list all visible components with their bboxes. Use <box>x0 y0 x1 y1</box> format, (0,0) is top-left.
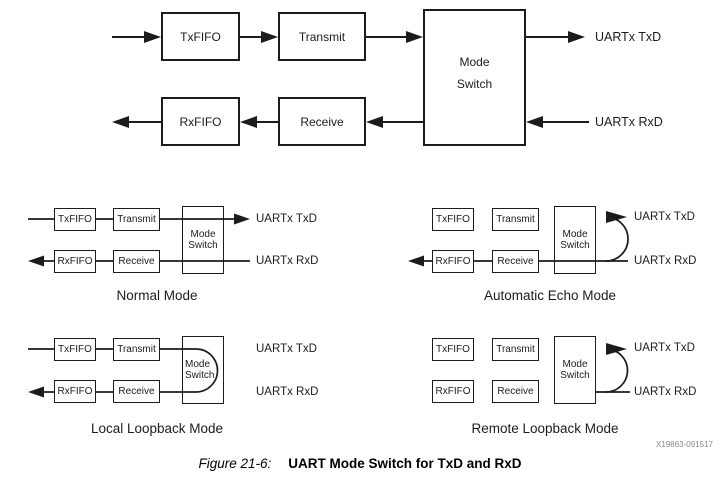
local-receive-box: Receive <box>113 380 160 403</box>
echo-mode-switch-box: Mode Switch <box>554 206 596 274</box>
normal-mode-title: Normal Mode <box>116 288 198 303</box>
echo-uartx-rxd-label: UARTx RxD <box>634 255 697 267</box>
normal-uartx-rxd-label: UARTx RxD <box>256 255 319 267</box>
top-arrow-into-txfifo <box>144 31 161 43</box>
normal-mode-switch-label-line2: Switch <box>188 240 218 251</box>
local-transmit-box: Transmit <box>113 338 160 361</box>
normal-mode-switch-label-line1: Mode <box>190 229 216 240</box>
echo-mode-switch-label-line2: Switch <box>560 240 590 251</box>
remote-txfifo-box: TxFIFO <box>432 338 474 361</box>
echo-arrow-to-uartx-txd <box>606 211 627 223</box>
local-rxfifo-box: RxFIFO <box>54 380 96 403</box>
echo-loopback-arc <box>605 216 629 262</box>
normal-mode-switch-box: Mode Switch <box>182 206 224 274</box>
top-mode-switch-label-line1: Mode <box>459 55 490 69</box>
local-mode-switch-box: Mode Switch <box>182 336 224 404</box>
local-mode-switch-label-line2: Switch <box>185 370 215 381</box>
normal-rxfifo-box: RxFIFO <box>54 250 96 273</box>
remote-mode-switch-label-line1: Mode <box>562 359 588 370</box>
local-uartx-rxd-label: UARTx RxD <box>256 386 319 398</box>
top-arrow-into-receive <box>366 116 383 128</box>
echo-txfifo-box: TxFIFO <box>432 208 474 231</box>
normal-txfifo-box: TxFIFO <box>54 208 96 231</box>
top-arrow-into-rxfifo <box>240 116 257 128</box>
top-arrow-into-transmit <box>261 31 278 43</box>
automatic-echo-mode-title: Automatic Echo Mode <box>483 288 617 303</box>
local-mode-switch-label-line1: Mode <box>185 359 211 370</box>
top-txfifo-box: TxFIFO <box>161 12 240 61</box>
remote-uartx-txd-label: UARTx TxD <box>634 342 695 354</box>
remote-mode-switch-label-line2: Switch <box>560 370 590 381</box>
figure-caption: Figure 21-6: UART Mode Switch for TxD and… <box>0 456 720 471</box>
echo-arrow-rx-out <box>408 255 424 267</box>
top-mode-switch-box: Mode Switch <box>423 9 526 146</box>
top-rxfifo-box: RxFIFO <box>161 97 240 146</box>
top-uartx-rxd-label: UARTx RxD <box>595 115 663 129</box>
figure-label: Figure 21-6: <box>198 456 272 471</box>
local-arrow-rx-out <box>28 386 44 398</box>
remote-rxfifo-box: RxFIFO <box>432 380 474 403</box>
top-receive-box: Receive <box>278 97 366 146</box>
echo-transmit-box: Transmit <box>492 208 539 231</box>
remote-arrow-to-uartx-txd <box>606 343 627 355</box>
top-arrow-into-mode-switch <box>406 31 423 43</box>
remote-mode-switch-box: Mode Switch <box>554 336 596 404</box>
figure-title: UART Mode Switch for TxD and RxD <box>288 456 522 471</box>
top-arrow-rx-out <box>112 116 129 128</box>
remote-transmit-box: Transmit <box>492 338 539 361</box>
normal-receive-box: Receive <box>113 250 160 273</box>
remote-receive-box: Receive <box>492 380 539 403</box>
normal-transmit-box: Transmit <box>113 208 160 231</box>
top-transmit-box: Transmit <box>278 12 366 61</box>
remote-loopback-wires <box>596 343 630 393</box>
remote-loopback-mode-title: Remote Loopback Mode <box>471 421 619 436</box>
echo-mode-switch-label-line1: Mode <box>562 229 588 240</box>
local-txfifo-box: TxFIFO <box>54 338 96 361</box>
top-mode-switch-label-line2: Switch <box>456 77 493 91</box>
remote-loopback-arc <box>605 348 629 393</box>
local-uartx-txd-label: UARTx TxD <box>256 343 317 355</box>
top-arrow-to-uartx-txd <box>568 31 585 43</box>
top-uartx-txd-label: UARTx TxD <box>595 30 662 44</box>
normal-arrow-rx-out <box>28 255 44 267</box>
local-loopback-mode-title: Local Loopback Mode <box>90 421 224 436</box>
doc-number: X19863-091517 <box>656 440 713 449</box>
top-arrow-from-uartx-rxd <box>526 116 543 128</box>
normal-uartx-txd-label: UARTx TxD <box>256 213 317 225</box>
echo-uartx-txd-label: UARTx TxD <box>634 211 695 223</box>
echo-rxfifo-box: RxFIFO <box>432 250 474 273</box>
echo-receive-box: Receive <box>492 250 539 273</box>
normal-arrow-to-uartx-txd <box>234 213 250 225</box>
remote-uartx-rxd-label: UARTx RxD <box>634 386 697 398</box>
